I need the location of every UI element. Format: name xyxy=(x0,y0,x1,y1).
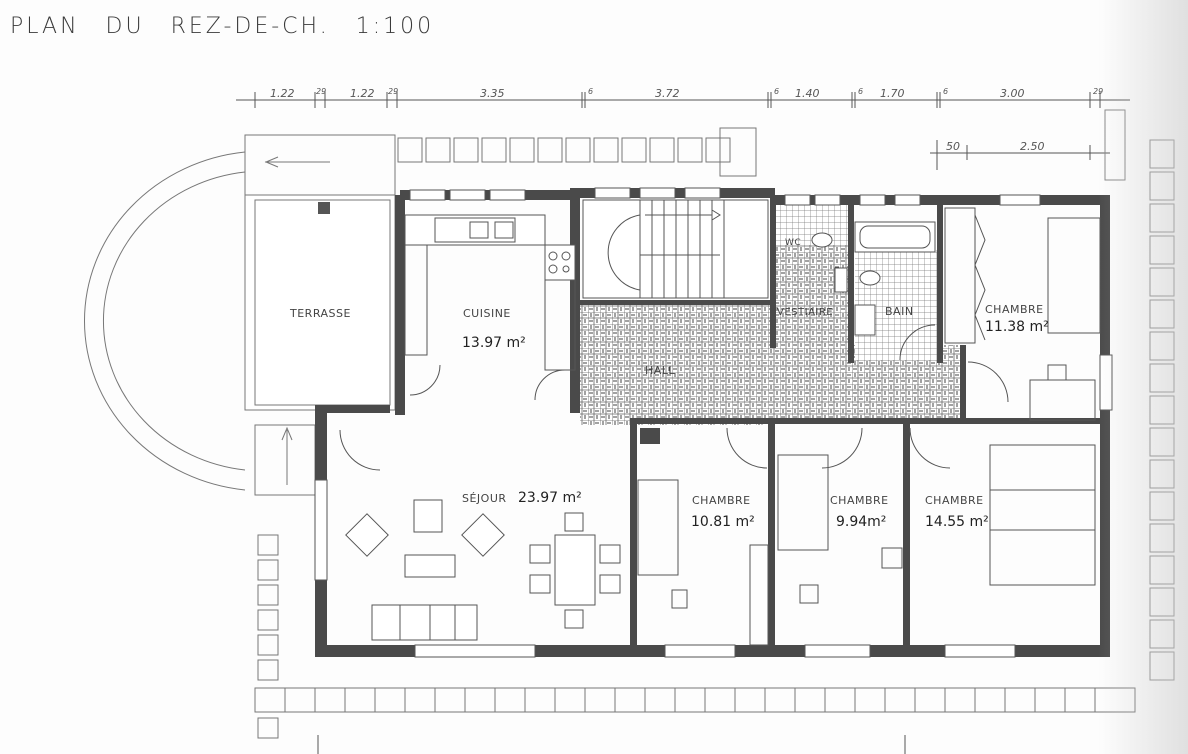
room-area-cuisine: 13.97 m² xyxy=(462,335,526,351)
room-area-chambre-ne: 11.38 m² xyxy=(985,319,1049,335)
room-label-sejour: SÉJOUR xyxy=(462,492,507,505)
dim-label: 29 xyxy=(388,87,398,96)
living-room-furniture xyxy=(339,429,621,641)
room-label-hall: HALL xyxy=(645,364,675,377)
paving-top xyxy=(244,127,757,196)
dimension-chain-top xyxy=(236,92,1130,170)
dim-label: 6 xyxy=(588,87,593,96)
axis-ticks-bottom xyxy=(317,735,906,754)
title-word: DU xyxy=(105,14,145,39)
title-word: REZ-DE-CH. xyxy=(170,14,330,39)
room-label-chambre-3: CHAMBRE xyxy=(925,494,984,507)
dim-label: 29 xyxy=(316,87,326,96)
room-label-chambre-ne: CHAMBRE xyxy=(985,303,1044,316)
dim-label: 1.70 xyxy=(880,87,905,100)
bedrooms-south-furniture xyxy=(637,427,1096,646)
dim-label: 50 xyxy=(946,140,960,153)
bathroom-fixtures xyxy=(811,221,936,361)
plan-title: PLAN DU REZ-DE-CH. 1:100 xyxy=(10,14,460,39)
scale-label: 1:100 xyxy=(355,14,435,39)
room-label-bain: BAIN xyxy=(885,305,914,318)
curved-paving xyxy=(83,151,246,491)
dim-label: 3.72 xyxy=(655,87,680,100)
dim-label: 1.22 xyxy=(270,87,295,100)
dim-label: 6 xyxy=(943,87,948,96)
paving-bottom xyxy=(254,424,1136,739)
terrace-outline xyxy=(244,194,396,411)
dim-label: 6 xyxy=(774,87,779,96)
scan-edge-shadow xyxy=(1098,0,1188,754)
hall-floor xyxy=(580,305,770,425)
room-label-cuisine: CUISINE xyxy=(463,307,511,320)
dim-label: 3.35 xyxy=(480,87,505,100)
dim-label: 2.50 xyxy=(1020,140,1045,153)
staircase xyxy=(582,199,769,299)
dim-label: 6 xyxy=(858,87,863,96)
room-area-chambre-2: 9.94m² xyxy=(836,514,886,530)
room-label-wc: WC xyxy=(785,238,801,248)
dimension-labels: 1.22 29 1.22 29 3.35 6 3.72 6 1.40 6 1.7… xyxy=(270,87,1103,153)
room-area-chambre-1: 10.81 m² xyxy=(691,514,755,530)
room-label-chambre-2: CHAMBRE xyxy=(830,494,889,507)
room-area-sejour: 23.97 m² xyxy=(518,490,582,506)
dim-label: 1.22 xyxy=(350,87,375,100)
kitchen-fixtures xyxy=(404,214,576,401)
room-label-terrasse: TERRASSE xyxy=(289,307,351,320)
room-label-vestiaire: VESTIAIRE xyxy=(777,307,833,318)
title-word: PLAN xyxy=(10,14,80,39)
room-area-chambre-3: 14.55 m² xyxy=(925,514,989,530)
room-label-chambre-1: CHAMBRE xyxy=(692,494,751,507)
dim-label: 3.00 xyxy=(1000,87,1025,100)
dim-label: 1.40 xyxy=(795,87,820,100)
room-labels: TERRASSE CUISINE 13.97 m² HALL WC VESTIA… xyxy=(289,238,1049,530)
